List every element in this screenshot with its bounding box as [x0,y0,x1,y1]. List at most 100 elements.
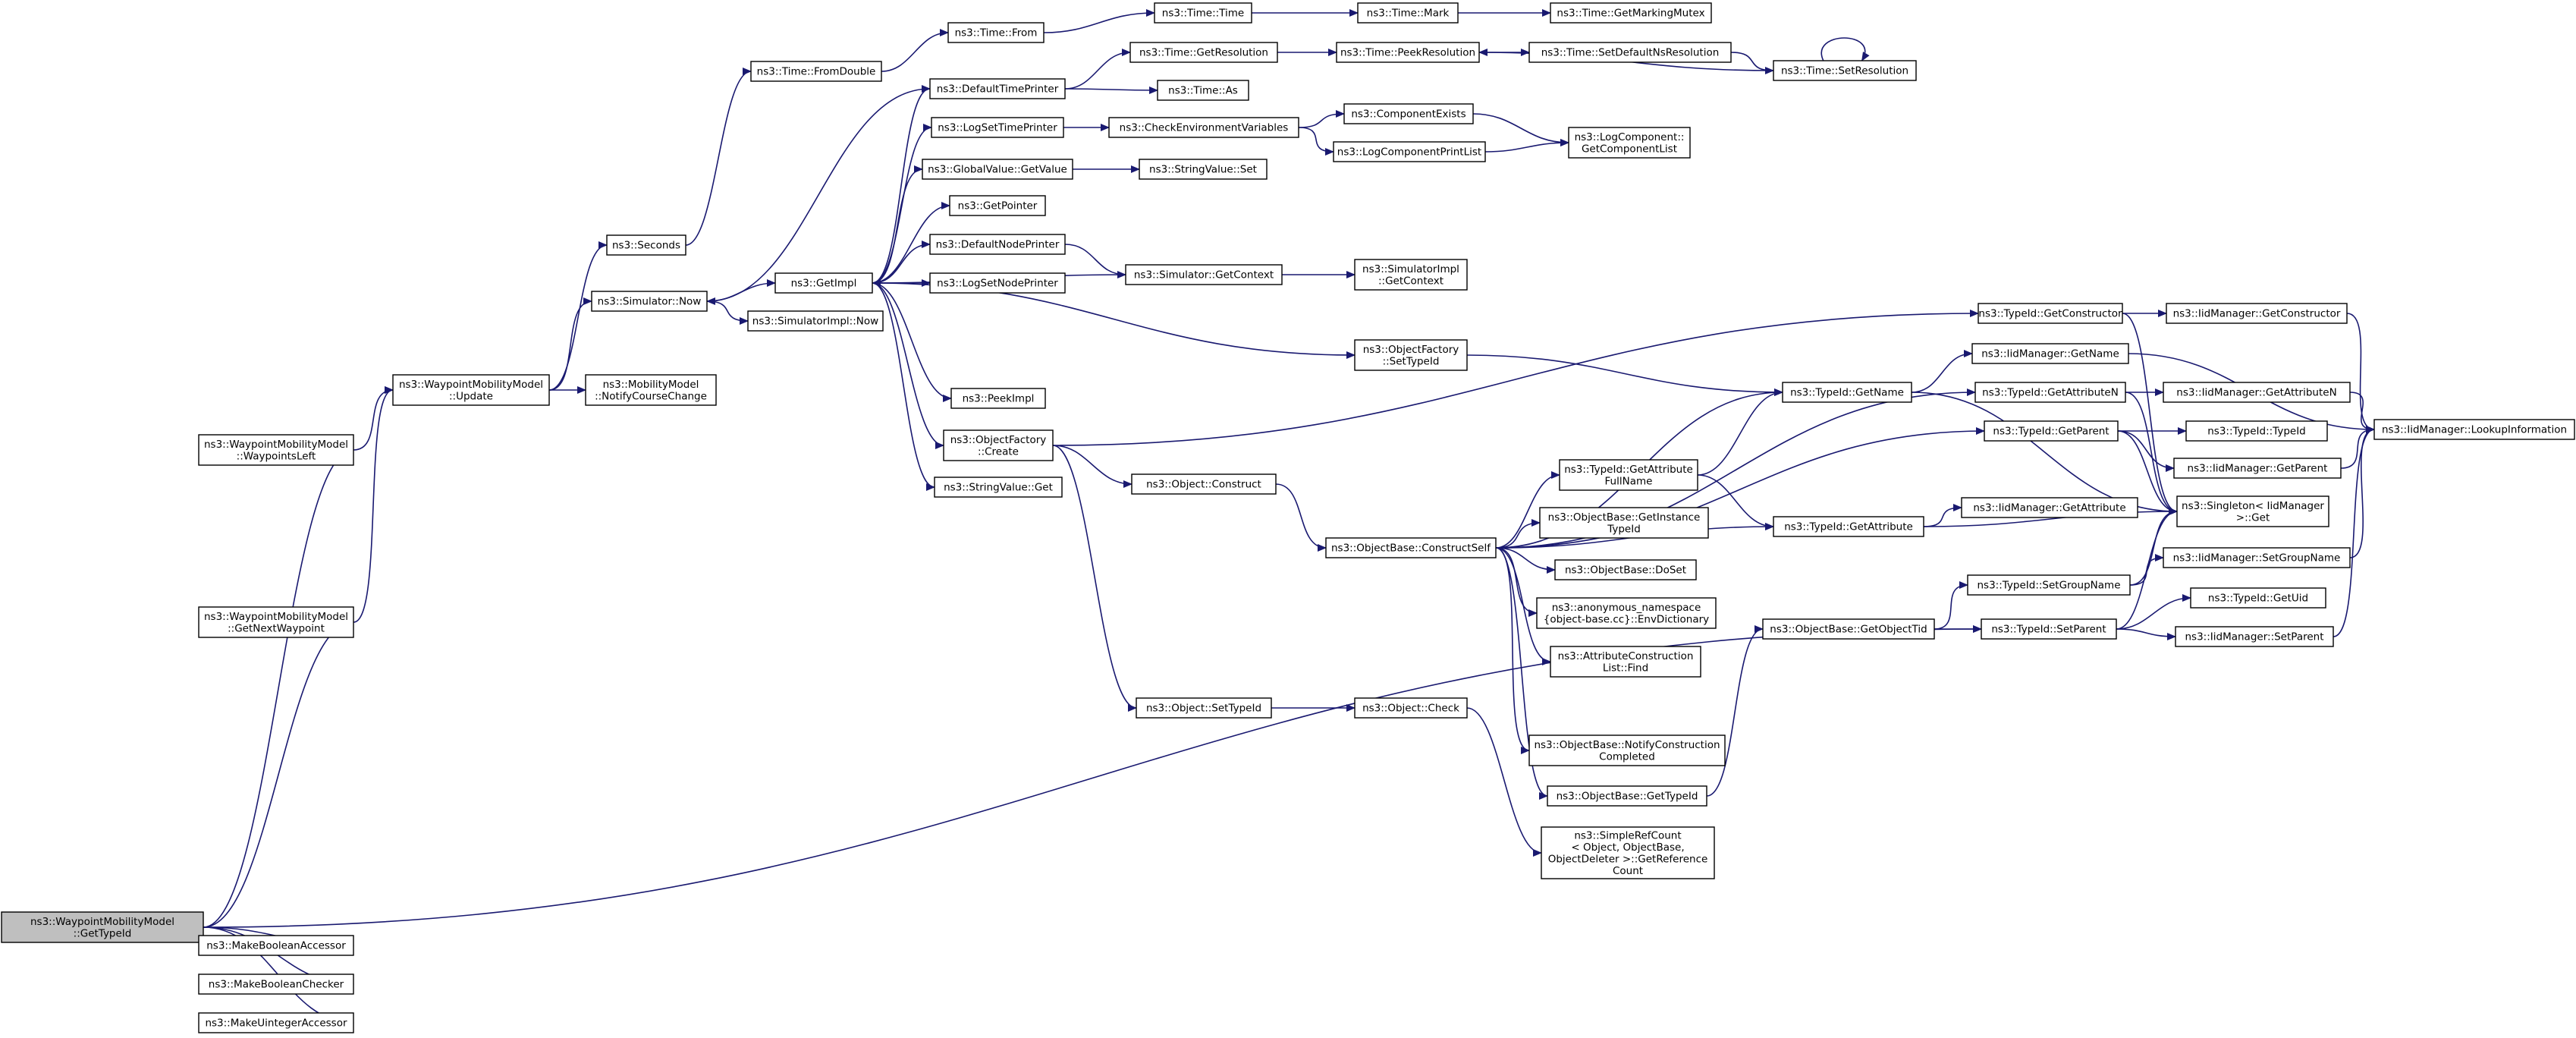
node-fromDouble[interactable]: ns3::Time::FromDouble [750,61,882,82]
node-waypointsLeft[interactable]: ns3::WaypointMobilityModel::WaypointsLef… [198,434,354,466]
node-iidGetAttributeN[interactable]: ns3::IidManager::GetAttributeN [2163,382,2351,403]
node-objFactoryCreate[interactable]: ns3::ObjectFactory::Create [943,429,1054,461]
node-strValueGet[interactable]: ns3::StringValue::Get [934,477,1063,498]
node-getNextWaypoint[interactable]: ns3::WaypointMobilityModel::GetNextWaypo… [198,606,354,638]
edge-timeSetRes-to-timeSetRes [1820,37,1870,61]
node-peekImpl[interactable]: ns3::PeekImpl [950,388,1046,409]
node-objConstruct[interactable]: ns3::Object::Construct [1131,473,1277,495]
node-obConstructSelf[interactable]: ns3::ObjectBase::ConstructSelf [1325,537,1497,558]
node-label: ns3::CheckEnvironmentVariables [1120,122,1289,134]
node-label: ::GetTypeId [74,927,132,939]
node-iidGetName[interactable]: ns3::IidManager::GetName [1971,343,2129,364]
node-iidGetParent[interactable]: ns3::IidManager::GetParent [2173,458,2342,479]
node-singletonGet[interactable]: ns3::Singleton< IidManager>::Get [2176,495,2329,527]
node-timeGetMarkingMutex[interactable]: ns3::Time::GetMarkingMutex [1550,2,1712,24]
node-update[interactable]: ns3::WaypointMobilityModel::Update [392,374,550,406]
node-notifyCourse[interactable]: ns3::MobilityModel::NotifyCourseChange [585,374,717,406]
node-anonEnvDict[interactable]: ns3::anonymous_namespace{object-base.cc}… [1536,597,1717,629]
node-logCompGetList[interactable]: ns3::LogComponent::GetComponentList [1568,127,1691,159]
node-box [2163,382,2351,403]
node-label: ::GetNextWaypoint [228,622,325,634]
node-obDoSet[interactable]: ns3::ObjectBase::DoSet [1554,559,1697,580]
node-muAccessor[interactable]: ns3::MakeUintegerAccessor [198,1012,354,1033]
node-timePeekRes[interactable]: ns3::Time::PeekResolution [1336,42,1480,63]
node-getPointer[interactable]: ns3::GetPointer [949,195,1046,216]
node-box [1961,497,2138,518]
node-seconds[interactable]: ns3::Seconds [606,234,686,256]
node-box [1550,2,1712,24]
node-simNow[interactable]: ns3::Simulator::Now [591,291,708,312]
node-getTypeId[interactable]: ns3::WaypointMobilityModel::GetTypeId [1,911,204,943]
node-timeAs[interactable]: ns3::Time::As [1157,80,1249,101]
node-tidGetUid[interactable]: ns3::TypeId::GetUid [2190,587,2326,609]
edge-seconds-to-fromDouble [685,68,752,246]
node-box [1762,618,1935,640]
node-box [2176,495,2329,527]
node-defNodePrinter[interactable]: ns3::DefaultNodePrinter [929,234,1066,255]
node-mbAccessor[interactable]: ns3::MakeBooleanAccessor [198,935,354,956]
node-checkEnv[interactable]: ns3::CheckEnvironmentVariables [1108,117,1299,138]
edge-tidGetName-to-iidGetName [1911,350,1973,393]
node-mbChecker[interactable]: ns3::MakeBooleanChecker [198,974,354,995]
node-simpleRefCount[interactable]: ns3::SimpleRefCount< Object, ObjectBase,… [1541,826,1715,879]
node-iidGetAttribute[interactable]: ns3::IidManager::GetAttribute [1961,497,2138,518]
node-gvGetValue[interactable]: ns3::GlobalValue::GetValue [922,159,1073,180]
node-objCheck[interactable]: ns3::Object::Check [1354,697,1468,719]
edge-tidSetParent-to-tidGetUid [2116,594,2191,630]
node-label: ns3::Object::Check [1362,703,1459,715]
node-tidTypeId[interactable]: ns3::TypeId::TypeId [2185,420,2328,442]
node-timeGetRes[interactable]: ns3::Time::GetResolution [1129,42,1278,63]
node-timeMark[interactable]: ns3::Time::Mark [1357,2,1459,24]
node-iidGetConstructor[interactable]: ns3::IidManager::GetConstructor [2166,303,2348,324]
node-timeSetDefNsRes[interactable]: ns3::Time::SetDefaultNsResolution [1528,42,1732,63]
node-tidGetAttribute[interactable]: ns3::TypeId::GetAttribute [1773,516,1924,537]
edge-objFactoryCreate-to-tidGetConstructor [1052,310,1979,446]
node-tidSetGroupName[interactable]: ns3::TypeId::SetGroupName [1967,574,2131,596]
edge-tidGetParent-to-iidGetParent [2117,430,2175,472]
node-iidSetParent[interactable]: ns3::IidManager::SetParent [2175,626,2334,647]
node-timeFrom[interactable]: ns3::Time::From [947,22,1045,43]
node-timeTime[interactable]: ns3::Time::Time [1154,2,1252,24]
node-iidSetGroupName[interactable]: ns3::IidManager::SetGroupName [2163,547,2351,568]
edge-simNow-to-simImplNow [706,300,749,325]
node-simGetContext[interactable]: ns3::Simulator::GetContext [1125,264,1283,285]
node-defTimePrinter[interactable]: ns3::DefaultTimePrinter [929,78,1066,99]
node-tidGetName[interactable]: ns3::TypeId::GetName [1782,382,1912,403]
node-obNotifyConstr[interactable]: ns3::ObjectBase::NotifyConstructionCompl… [1528,734,1726,766]
edge-tidSetParent-to-singletonGet [2116,508,2178,630]
node-simImplNow[interactable]: ns3::SimulatorImpl::Now [747,310,884,332]
node-box [1539,507,1709,539]
node-label: ns3::Time::GetMarkingMutex [1557,8,1704,20]
node-box [2166,303,2348,324]
node-strValueSet[interactable]: ns3::StringValue::Set [1139,159,1268,180]
node-tidGetAttributeN[interactable]: ns3::TypeId::GetAttributeN [1974,382,2126,403]
node-label: TypeId [1607,523,1641,535]
node-logSetTimePrinter[interactable]: ns3::LogSetTimePrinter [931,117,1064,138]
node-logCompPrintList[interactable]: ns3::LogComponentPrintList [1333,141,1486,162]
node-tidGetConstructor[interactable]: ns3::TypeId::GetConstructor [1978,303,2123,324]
node-box [1550,646,1701,678]
node-tidSetParent[interactable]: ns3::TypeId::SetParent [1981,618,2117,640]
node-timeSetRes[interactable]: ns3::Time::SetResolution [1773,60,1917,81]
node-objFactorySetTypeId[interactable]: ns3::ObjectFactory::SetTypeId [1354,339,1468,371]
edge-defNodePrinter-to-simGetContext [1064,244,1126,278]
node-box [774,272,873,294]
node-objSetTypeId[interactable]: ns3::Object::SetTypeId [1136,697,1272,719]
node-iidLookupInfo[interactable]: ns3::IidManager::LookupInformation [2373,419,2575,440]
node-obGetObjectTid[interactable]: ns3::ObjectBase::GetObjectTid [1762,618,1935,640]
edge-obConstructSelf-to-anonEnvDict [1495,547,1538,617]
node-obGetTypeId[interactable]: ns3::ObjectBase::GetTypeId [1547,785,1707,807]
node-label: {object-base.cc}::EnvDictionary [1544,613,1709,625]
node-logSetNodePrinter[interactable]: ns3::LogSetNodePrinter [929,272,1066,294]
node-tidGetParent[interactable]: ns3::TypeId::GetParent [1984,420,2119,442]
node-box [198,1012,354,1033]
node-label: ns3::Object::Construct [1146,479,1261,491]
node-simImplGetContext[interactable]: ns3::SimulatorImpl::GetContext [1354,259,1468,291]
node-box [1568,127,1691,159]
node-compExists[interactable]: ns3::ComponentExists [1343,103,1474,124]
node-getImpl[interactable]: ns3::GetImpl [774,272,873,294]
node-label: ns3::Time::PeekResolution [1340,47,1475,59]
